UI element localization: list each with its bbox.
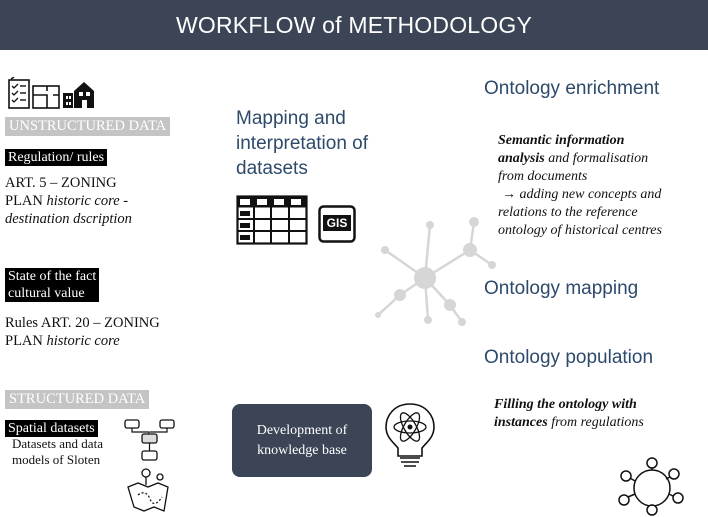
ontology-enrichment-title: Ontology enrichment xyxy=(484,78,660,99)
structured-data-label: STRUCTURED DATA xyxy=(5,390,150,409)
map-icon xyxy=(124,467,172,513)
gis-icon: GIS xyxy=(318,205,356,243)
spatial-description: Datasets and data models of Sloten xyxy=(12,436,103,467)
network-circle-icon xyxy=(612,454,692,516)
database-schema-icon xyxy=(124,418,176,462)
population-description: Filling the ontology with instances from… xyxy=(494,397,644,430)
page-title: WORKFLOW of METHODOLOGY xyxy=(0,0,708,50)
documents-icon xyxy=(7,77,99,111)
rules-description: Rules ART. 20 – ZONING PLAN historic cor… xyxy=(5,315,160,349)
table-icon xyxy=(236,195,308,245)
enrichment-description: Semantic information analysis and formal… xyxy=(498,133,662,238)
knowledge-base-box: Development of knowledge base xyxy=(232,404,372,477)
network-graph-icon xyxy=(370,210,510,340)
ontology-mapping-title: Ontology mapping xyxy=(484,278,639,299)
ontology-population-title: Ontology population xyxy=(484,347,654,368)
lightbulb-atom-icon xyxy=(380,400,440,470)
regulation-rules-label: Regulation/ rules xyxy=(5,149,108,166)
state-of-fact-label: State of the fact cultural value xyxy=(5,268,100,302)
regulation-description: ART. 5 – ZONING PLAN historic core - des… xyxy=(5,175,132,227)
unstructured-data-label: UNSTRUCTURED DATA xyxy=(5,117,171,136)
mapping-interpretation-title: Mapping and interpretation of datasets xyxy=(236,108,369,179)
spatial-datasets-label: Spatial datasets xyxy=(5,420,98,437)
